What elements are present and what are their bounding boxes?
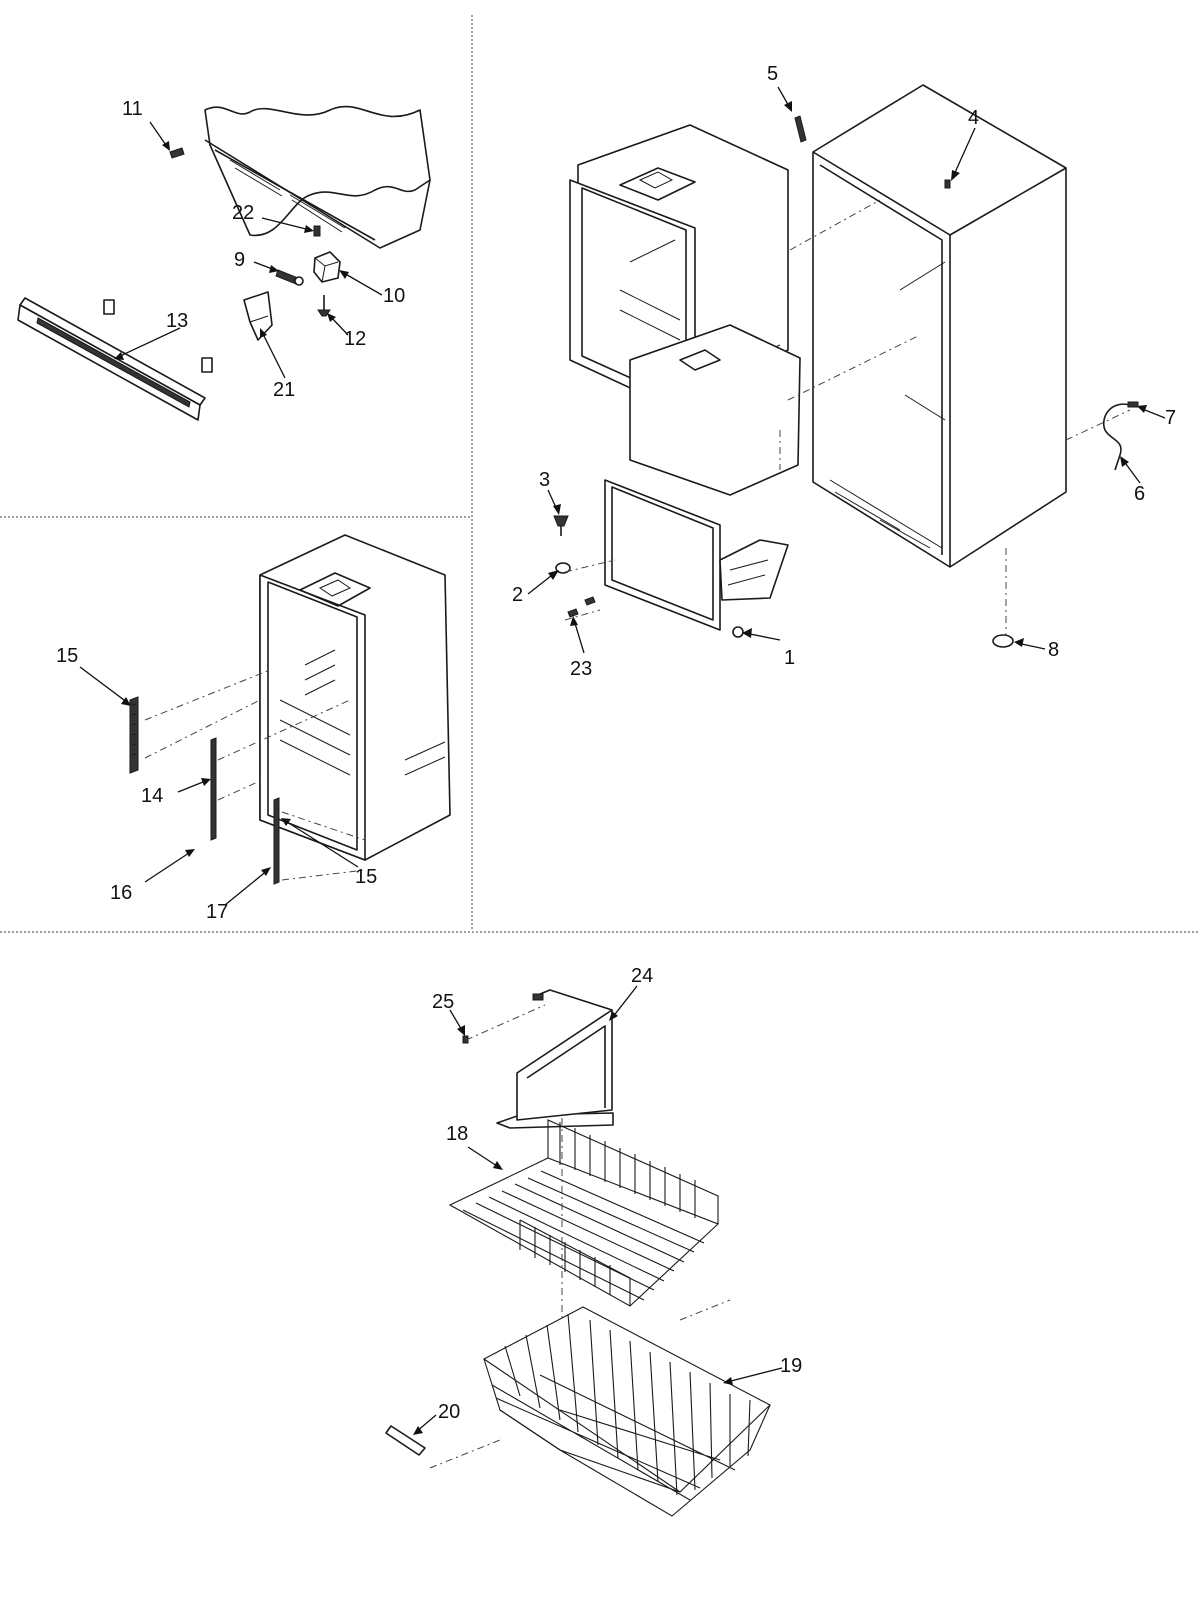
callout-10: 10	[383, 285, 405, 307]
callout-22: 22	[232, 202, 254, 224]
callout-leaders	[79, 86, 1166, 1435]
callout-13: 13	[166, 310, 188, 332]
part-23-screws	[567, 596, 596, 618]
part-15-standard-left	[129, 696, 139, 774]
callout-21: 21	[273, 379, 295, 401]
leader-4	[951, 127, 976, 181]
callout-24: 24	[631, 965, 653, 987]
part-9-screw	[275, 269, 304, 286]
leader-13	[114, 327, 181, 360]
part-5-screw	[794, 115, 807, 143]
callout-4: 4	[968, 107, 979, 129]
callout-20: 20	[438, 1401, 460, 1423]
leader-2	[527, 570, 559, 595]
leader-15a	[79, 666, 131, 706]
part-20-handle	[385, 1425, 426, 1456]
leader-5	[777, 86, 792, 112]
part-15-standard-right	[273, 797, 280, 885]
callout-18: 18	[446, 1123, 468, 1145]
callout-12: 12	[344, 328, 366, 350]
callout-2: 2	[512, 584, 523, 606]
part-22-screw	[313, 225, 321, 237]
leader-9	[253, 261, 279, 273]
panel-dividers	[0, 15, 1200, 933]
leader-21	[260, 328, 286, 379]
callout-15b: 15	[355, 866, 377, 888]
leader-20	[413, 1414, 437, 1435]
callout-7: 7	[1165, 407, 1176, 429]
leader-14	[177, 778, 211, 793]
callout-15a: 15	[56, 645, 78, 667]
callout-11: 11	[122, 98, 143, 120]
callout-17: 17	[206, 901, 228, 923]
part-13-trim	[17, 297, 213, 421]
leader-24	[609, 985, 638, 1021]
middle-left-projection-lines	[144, 669, 366, 881]
top-right-projection-lines	[564, 199, 1131, 635]
callout-3: 3	[539, 469, 550, 491]
part-19-wire-basket	[482, 1306, 771, 1517]
part-21-clip	[243, 291, 273, 341]
callout-1: 1	[784, 647, 795, 669]
liner-middle-left	[259, 534, 451, 861]
leader-23	[570, 616, 585, 654]
callout-23: 23	[570, 658, 592, 680]
leader-6	[1120, 456, 1141, 484]
leader-7	[1137, 405, 1166, 419]
part-3-screw	[553, 515, 569, 536]
callout-9: 9	[234, 249, 245, 271]
leader-25	[449, 1009, 465, 1036]
callout-19: 19	[780, 1355, 802, 1377]
part-18-wire-shelf	[448, 1119, 720, 1307]
shelf-rail-top-left	[204, 105, 431, 249]
callout-5: 5	[767, 63, 778, 85]
callout-8: 8	[1048, 639, 1059, 661]
callout-labels: 1 2 3 4 5 6 7 8 9 10 11 12 13 14 15 15 1…	[56, 63, 1176, 1423]
part-14-standard-mid	[210, 737, 217, 841]
leader-1	[742, 628, 781, 641]
part-6-wire-harness	[1103, 401, 1139, 471]
leader-8	[1014, 638, 1046, 650]
part-8-leveler	[992, 634, 1014, 648]
leader-18	[467, 1146, 503, 1170]
part-24-basket-divider	[496, 989, 614, 1129]
part-1-cap	[732, 626, 744, 638]
callout-25: 25	[432, 991, 454, 1013]
callout-14: 14	[141, 785, 163, 807]
part-4-screw	[944, 179, 951, 189]
leader-16	[144, 849, 195, 883]
leader-22	[261, 217, 314, 233]
callout-6: 6	[1134, 483, 1145, 505]
leader-19	[723, 1367, 783, 1385]
part-10-bracket	[313, 251, 341, 283]
liner-lower-right	[604, 324, 801, 631]
part-12-screw	[317, 295, 331, 317]
leader-12	[327, 313, 349, 336]
leader-3	[547, 489, 561, 515]
leader-11	[149, 121, 170, 151]
callout-16: 16	[110, 882, 132, 904]
leader-10	[339, 270, 383, 296]
leader-17	[224, 867, 271, 906]
part-11-screw	[169, 147, 185, 159]
part-2-washer	[555, 562, 571, 574]
leader-15b	[281, 818, 359, 868]
bottom-projection-lines	[429, 1004, 731, 1469]
cabinet-shell	[812, 84, 1067, 568]
